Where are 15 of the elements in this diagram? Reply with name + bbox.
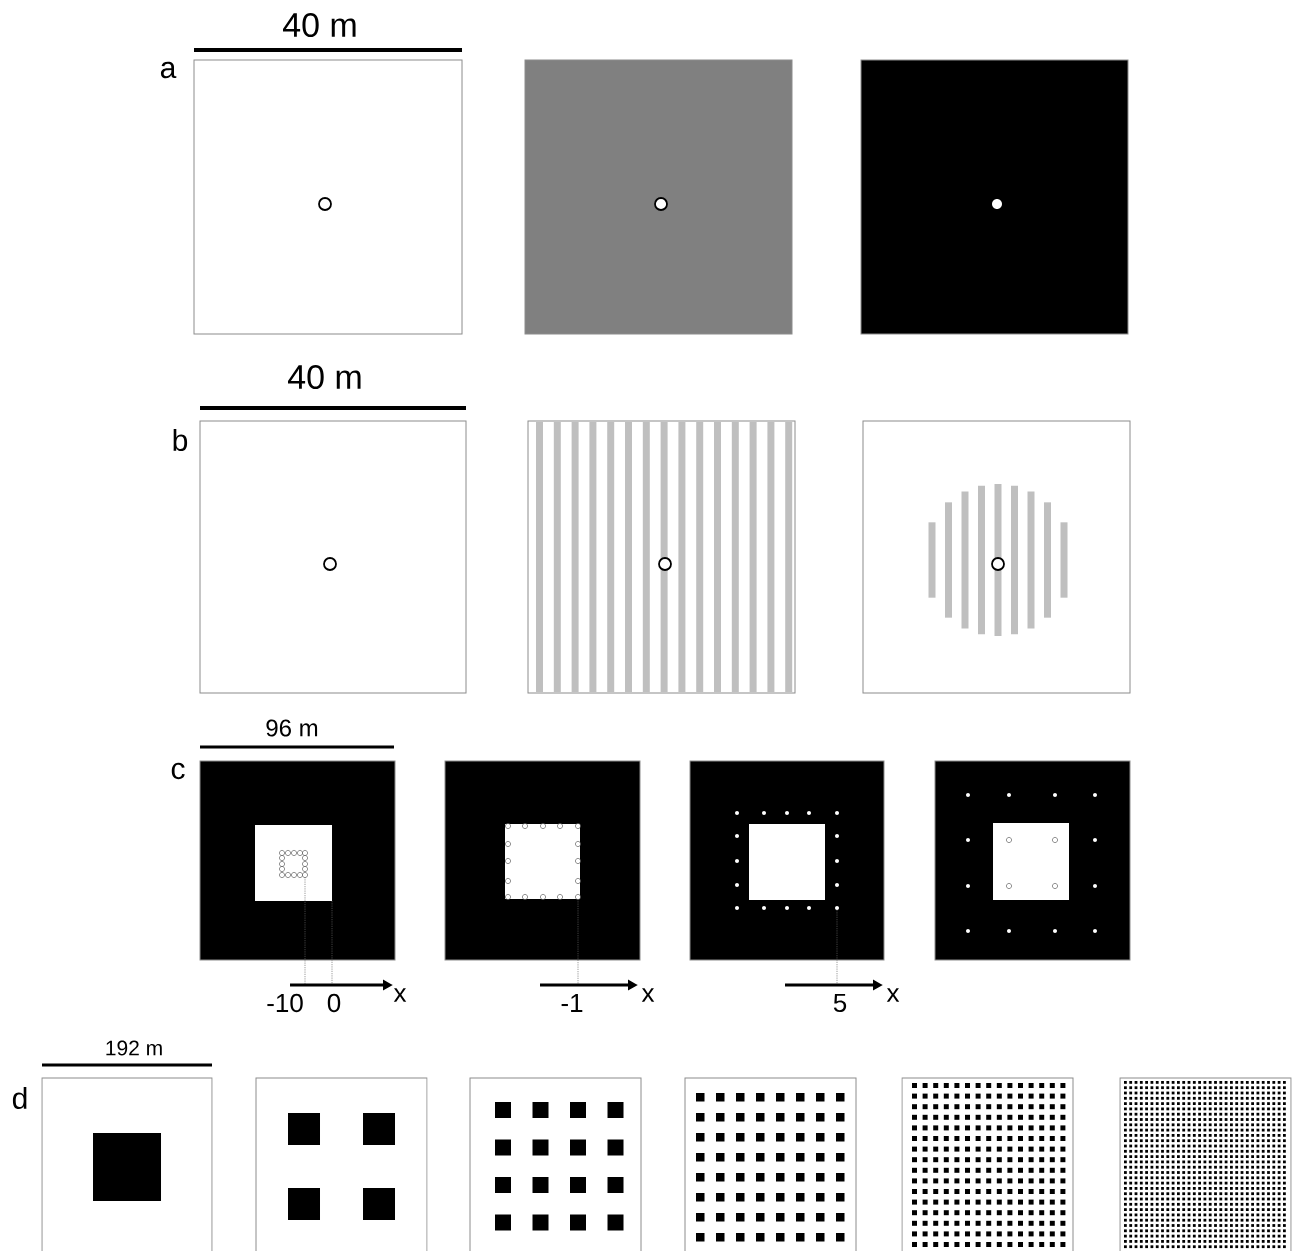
scale-label: 40 m xyxy=(283,12,356,38)
tick-label: 5 xyxy=(833,993,847,1013)
tick-label: -10 xyxy=(267,993,303,1013)
panel-letter: d xyxy=(12,1087,27,1109)
panel-letter: c xyxy=(171,762,185,780)
scale-label: 192 m xyxy=(106,1040,162,1056)
axis-label: x xyxy=(641,988,655,1002)
axis-label: x xyxy=(393,988,407,1002)
tick-label: 0 xyxy=(327,993,341,1013)
axis-label: x xyxy=(886,988,900,1002)
panel-letter: b xyxy=(173,429,188,451)
scale-label: 96 m xyxy=(266,719,318,737)
tick-label: -1 xyxy=(561,994,583,1012)
scale-label: 40 m xyxy=(288,364,361,390)
panel-letter: a xyxy=(160,61,177,79)
